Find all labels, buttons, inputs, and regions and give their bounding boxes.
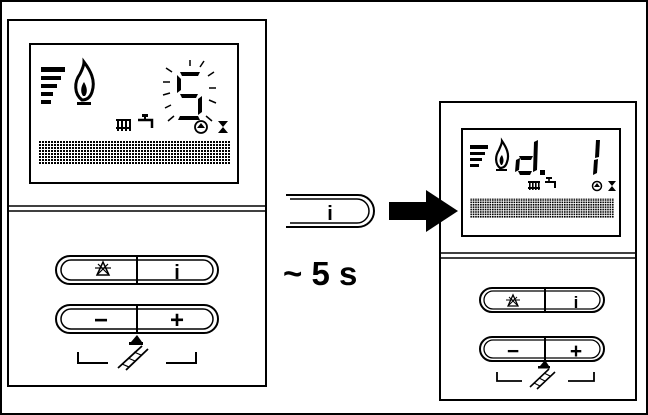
right-chimney-sweep-ladder-icon bbox=[496, 360, 595, 390]
info-press-indicator: i bbox=[286, 194, 375, 228]
chimney-sweep-flame-icon[interactable] bbox=[95, 260, 111, 276]
right-signal-level-icon bbox=[470, 145, 488, 167]
left-control-panel: 5 i − + bbox=[7, 19, 267, 387]
left-info-button[interactable]: i bbox=[174, 262, 180, 284]
chimney-sweep-ladder-icon bbox=[77, 335, 197, 371]
right-control-panel: d. 1 bbox=[439, 101, 637, 401]
right-radiator-icon bbox=[528, 181, 540, 190]
right-pump-icon bbox=[591, 180, 603, 192]
middle-info-button[interactable]: i bbox=[327, 203, 333, 225]
right-minus-button[interactable]: − bbox=[507, 340, 519, 363]
hot-water-tap-icon bbox=[138, 114, 154, 128]
right-arrow-icon bbox=[389, 190, 458, 232]
hourglass-icon bbox=[218, 121, 228, 133]
blinking-digit-5: 5 bbox=[162, 60, 217, 122]
right-plus-button[interactable]: + bbox=[570, 340, 582, 363]
left-text-matrix bbox=[38, 140, 230, 164]
left-minus-button[interactable]: − bbox=[94, 307, 108, 334]
right-text-matrix bbox=[470, 198, 614, 218]
left-panel-frame bbox=[7, 19, 267, 387]
right-info-button[interactable]: i bbox=[574, 293, 579, 312]
radiator-icon bbox=[116, 119, 131, 131]
right-flame-icon bbox=[495, 137, 510, 171]
right-hourglass-icon bbox=[608, 181, 616, 191]
right-chimney-sweep-flame-icon[interactable] bbox=[506, 293, 520, 307]
diagnostic-code-display: d. 1 bbox=[515, 140, 600, 175]
pump-icon bbox=[194, 120, 208, 134]
left-button-group: i − + bbox=[55, 255, 219, 371]
right-hot-water-tap-icon bbox=[545, 177, 556, 188]
press-duration-label: ~ 5 s bbox=[283, 255, 357, 292]
right-button-group: i − + bbox=[479, 287, 605, 390]
signal-level-icon bbox=[41, 67, 65, 104]
flame-icon bbox=[74, 57, 95, 105]
left-plus-button[interactable]: + bbox=[170, 307, 184, 334]
right-panel-frame bbox=[439, 101, 637, 401]
